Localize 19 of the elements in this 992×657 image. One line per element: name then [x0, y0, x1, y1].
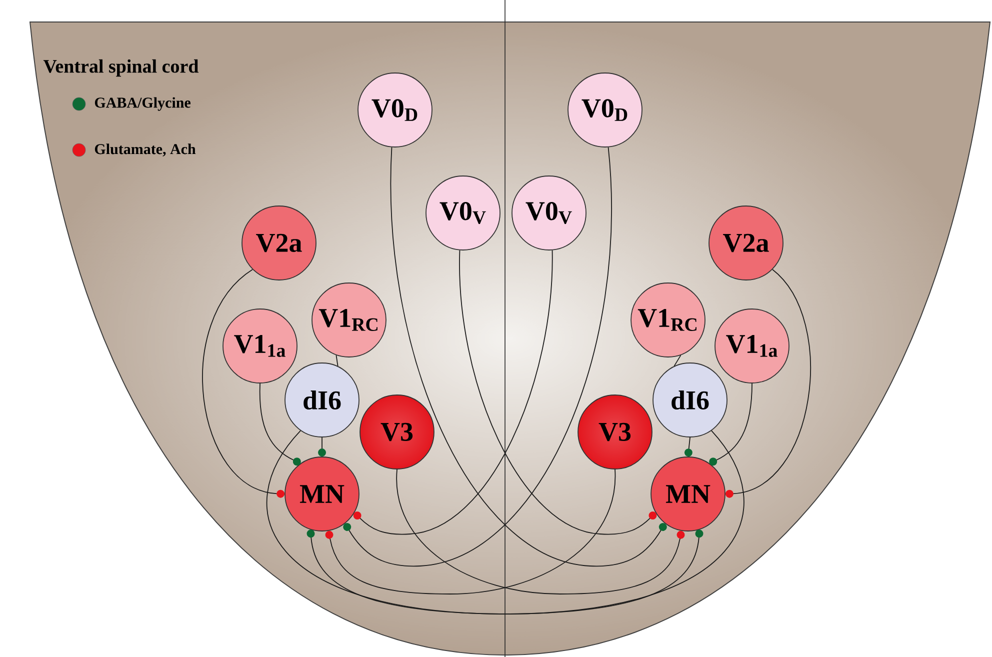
axon-line	[325, 469, 616, 594]
legend-title: Ventral spinal cord	[43, 59, 199, 77]
axon-line	[390, 146, 667, 567]
axon-line	[336, 354, 338, 367]
axon-line	[396, 469, 685, 594]
axon-line	[459, 250, 657, 535]
axon-line	[353, 250, 553, 535]
axon-line	[202, 269, 285, 498]
axon-line	[725, 269, 811, 498]
legend-label: Glutamate, Ach	[94, 144, 196, 156]
axon-line	[684, 437, 692, 457]
axon-line	[709, 383, 752, 466]
axon-line	[343, 146, 612, 567]
axon-line	[259, 383, 301, 466]
axon-line	[674, 354, 682, 367]
axon-line	[306, 430, 744, 614]
axon-line	[318, 437, 326, 457]
legend-label: GABA/Glycine	[94, 97, 190, 111]
axon-line	[267, 430, 704, 614]
